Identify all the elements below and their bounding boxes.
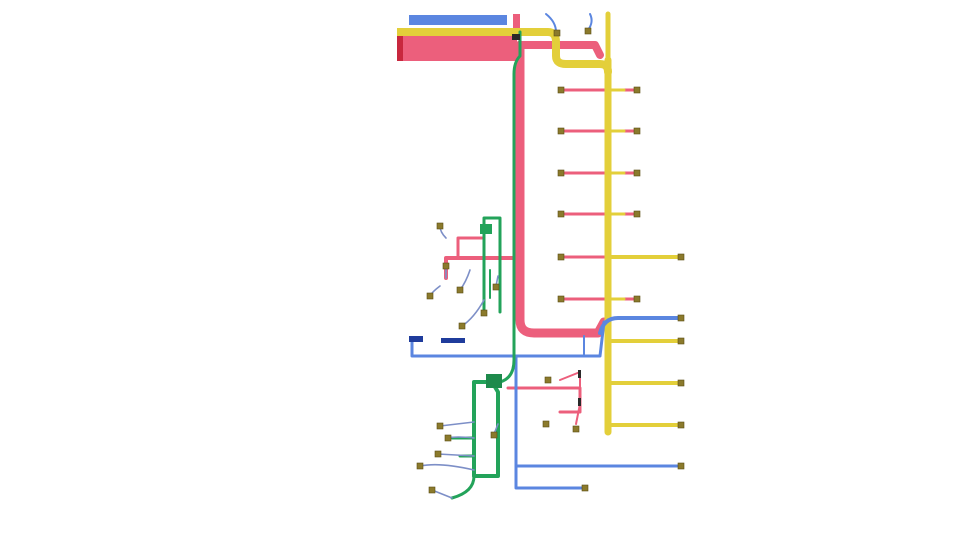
connector — [557, 127, 565, 135]
connector — [444, 434, 452, 442]
red-top-run — [516, 41, 604, 59]
red-lower-branch — [506, 386, 582, 414]
connector — [456, 286, 464, 294]
connector — [426, 292, 434, 300]
connector — [677, 462, 685, 470]
connector — [581, 484, 589, 492]
connector — [572, 425, 580, 433]
connector — [434, 450, 442, 458]
red-lower-stub-2 — [575, 403, 581, 425]
connector — [480, 309, 488, 317]
navy-block-mid — [441, 338, 465, 343]
pigtail-7 — [439, 421, 475, 427]
connector — [557, 169, 565, 177]
red-harness — [444, 40, 638, 425]
junctions — [512, 34, 581, 406]
connector — [677, 314, 685, 322]
connector — [633, 86, 641, 94]
connector — [442, 262, 450, 270]
connector — [557, 253, 565, 261]
green-hub-lower — [486, 374, 502, 388]
blue-top-wire-2 — [587, 13, 593, 31]
red-header-stub — [513, 14, 520, 28]
connector — [677, 421, 685, 429]
red-lower-stub — [559, 371, 581, 389]
header-blocks — [397, 14, 547, 61]
blue-right-run — [598, 316, 682, 335]
connector — [633, 295, 641, 303]
pigtail-wires — [419, 225, 499, 499]
connector — [458, 322, 466, 330]
yellow-bundle-header — [397, 28, 547, 36]
connector — [677, 379, 685, 387]
pigtail-10 — [419, 463, 475, 471]
red-bundle-header-end — [397, 33, 403, 61]
blue-harness — [410, 13, 682, 490]
connector — [557, 86, 565, 94]
pigtail-11 — [431, 489, 453, 499]
red-left-upper — [456, 236, 484, 260]
connector — [633, 169, 641, 177]
connector — [428, 486, 436, 494]
junction-mark — [578, 370, 581, 378]
connector — [436, 422, 444, 430]
connector — [633, 210, 641, 218]
blue-bundle-header — [409, 15, 507, 25]
connector — [584, 27, 592, 35]
green-lower-cross — [450, 436, 476, 458]
connector — [492, 283, 500, 291]
connectors — [416, 27, 685, 494]
blue-vertical — [514, 354, 586, 490]
navy-blocks — [409, 336, 465, 343]
connector — [542, 420, 550, 428]
green-hub-upper — [480, 224, 492, 234]
green-lower-tail — [450, 474, 476, 500]
connector — [544, 376, 552, 384]
connector — [677, 337, 685, 345]
connector — [677, 253, 685, 261]
junction-mark — [512, 34, 520, 40]
pigtail-9 — [437, 453, 475, 457]
green-trunk — [498, 30, 522, 384]
yellow-harness — [536, 11, 682, 436]
red-trunk — [515, 40, 609, 338]
navy-block-left — [409, 336, 423, 342]
connector — [557, 210, 565, 218]
connector — [490, 431, 498, 439]
green-lower-frame — [472, 380, 500, 478]
connector — [436, 222, 444, 230]
blue-mid-run — [410, 320, 606, 358]
connector — [633, 127, 641, 135]
connector — [416, 462, 424, 470]
red-bundle-header — [397, 33, 517, 61]
connector — [557, 295, 565, 303]
junction-mark — [578, 398, 581, 406]
connector — [553, 29, 561, 37]
green-harness — [450, 30, 522, 500]
